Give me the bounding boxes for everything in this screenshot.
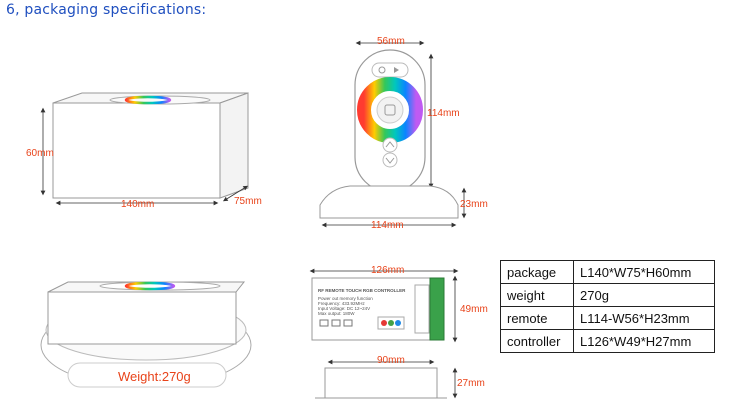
spec-value: L114-W56*H23mm bbox=[573, 306, 715, 330]
remote-base-height-label: 23mm bbox=[460, 199, 488, 210]
remote-base-length-label: 114mm bbox=[371, 220, 404, 231]
table-row: package L140*W75*H60mm bbox=[500, 260, 715, 284]
controller-length-label: 126mm bbox=[371, 265, 405, 276]
controller-line-3: Input Voltage: DC 12~24V bbox=[318, 306, 371, 311]
spec-value: 270g bbox=[573, 283, 715, 307]
spec-key: weight bbox=[500, 283, 574, 307]
controller-title: RF REMOTE TOUCH RGB CONTROLLER bbox=[318, 288, 406, 293]
spec-key: controller bbox=[500, 329, 574, 353]
spec-table: package L140*W75*H60mm weight 270g remot… bbox=[500, 260, 715, 353]
table-row: remote L114-W56*H23mm bbox=[500, 306, 715, 330]
controller-depth-label: 90mm bbox=[377, 355, 405, 366]
controller-line-4: Max output: 180W bbox=[318, 311, 355, 316]
package-box-drawing bbox=[40, 92, 249, 206]
boxed-remote-drawing bbox=[40, 281, 252, 388]
weight-label: Weight:270g bbox=[118, 369, 191, 384]
remote-length-label: 114mm bbox=[427, 108, 460, 119]
remote-drawing bbox=[319, 40, 467, 228]
spec-key: package bbox=[500, 260, 574, 284]
box-length-label: 140mm bbox=[121, 199, 155, 210]
table-row: controller L126*W49*H27mm bbox=[500, 329, 715, 353]
controller-line-2: Frequency: 433.92MHz bbox=[318, 301, 365, 306]
controller-height-label: 27mm bbox=[457, 378, 485, 389]
controller-line-1: Power out memory function bbox=[318, 296, 373, 301]
controller-drawing bbox=[309, 268, 459, 399]
spec-value: L126*W49*H27mm bbox=[573, 329, 715, 353]
table-row: weight 270g bbox=[500, 283, 715, 307]
section-heading: 6, packaging specifications: bbox=[6, 2, 207, 18]
remote-width-label: 56mm bbox=[377, 36, 405, 47]
spec-key: remote bbox=[500, 306, 574, 330]
spec-value: L140*W75*H60mm bbox=[573, 260, 715, 284]
controller-width-label: 49mm bbox=[460, 304, 488, 315]
box-width-label: 75mm bbox=[234, 196, 262, 207]
box-height-label: 60mm bbox=[26, 148, 54, 159]
